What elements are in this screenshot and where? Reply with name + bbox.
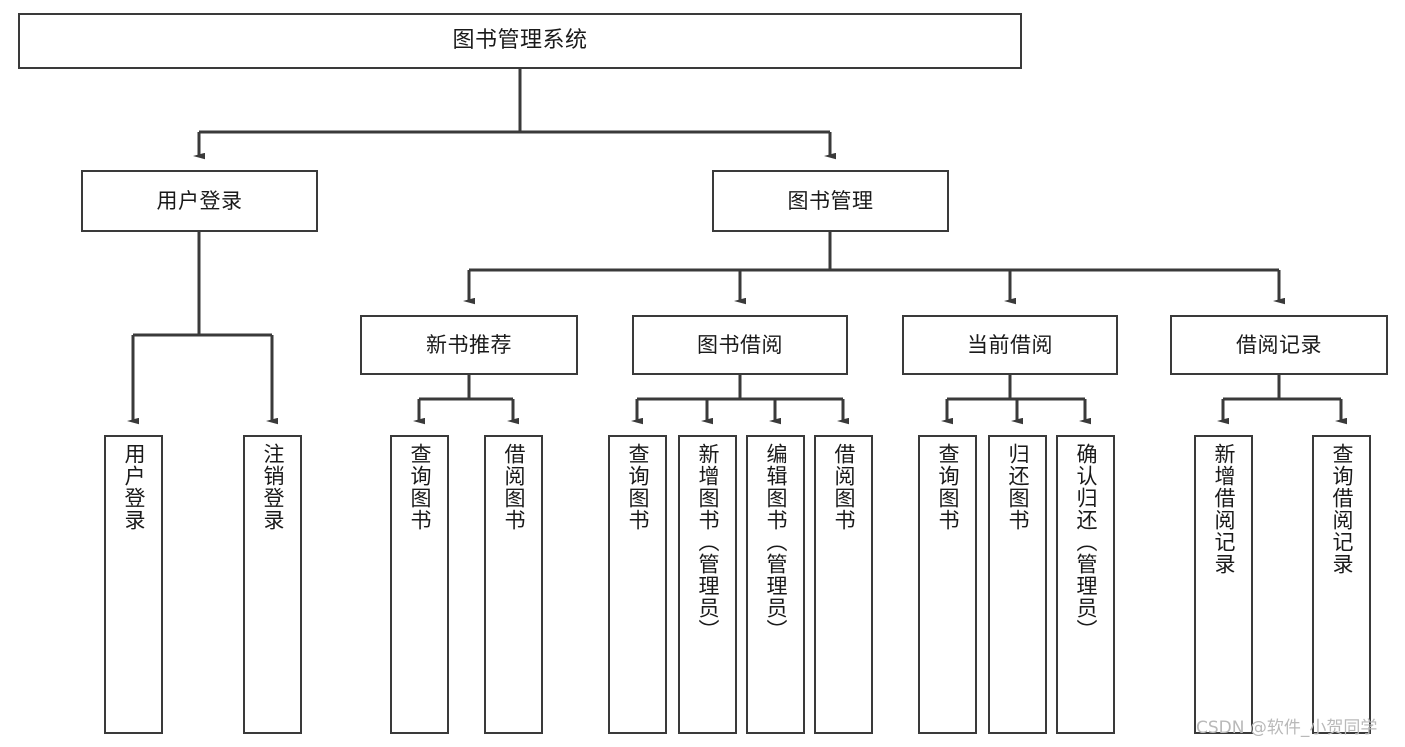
csdn-watermark: CSDN @软件_小贺同学 xyxy=(1196,718,1378,738)
leaf-borrow-record-add[interactable]: 新增借阅记录 xyxy=(1194,435,1253,734)
node-label: 借阅图书 xyxy=(501,443,526,531)
node-borrow-record[interactable]: 借阅记录 xyxy=(1170,315,1388,375)
leaf-book-borrow-edit[interactable]: 编辑图书（管理员） xyxy=(746,435,805,734)
leaf-book-borrow-add[interactable]: 新增图书（管理员） xyxy=(678,435,737,734)
node-label: 用户登录 xyxy=(121,443,146,531)
leaf-current-borrow-confirm-return[interactable]: 确认归还（管理员） xyxy=(1056,435,1115,734)
node-label: 用户登录 xyxy=(156,188,243,213)
leaf-book-borrow-query[interactable]: 查询图书 xyxy=(608,435,667,734)
node-label: 借阅记录 xyxy=(1236,332,1322,357)
leaf-current-borrow-return[interactable]: 归还图书 xyxy=(988,435,1047,734)
node-label: 新增图书（管理员） xyxy=(695,443,720,641)
node-current-borrow[interactable]: 当前借阅 xyxy=(902,315,1118,375)
leaf-user-login-logout[interactable]: 注销登录 xyxy=(243,435,302,734)
leaf-book-borrow-borrow[interactable]: 借阅图书 xyxy=(814,435,873,734)
node-label: 当前借阅 xyxy=(967,332,1053,357)
node-book-management-system[interactable]: 图书管理系统 xyxy=(18,13,1022,69)
node-label: 编辑图书（管理员） xyxy=(763,443,788,641)
leaf-new-book-borrow[interactable]: 借阅图书 xyxy=(484,435,543,734)
node-label: 新书推荐 xyxy=(426,332,512,357)
node-new-book-recommend[interactable]: 新书推荐 xyxy=(360,315,578,375)
node-label: 查询图书 xyxy=(625,443,650,531)
node-label: 查询图书 xyxy=(935,443,960,531)
node-label: 注销登录 xyxy=(260,443,285,531)
node-label: 查询借阅记录 xyxy=(1329,443,1354,575)
node-label: 图书管理系统 xyxy=(452,28,588,54)
leaf-current-borrow-query[interactable]: 查询图书 xyxy=(918,435,977,734)
leaf-borrow-record-query[interactable]: 查询借阅记录 xyxy=(1312,435,1371,734)
leaf-user-login-login[interactable]: 用户登录 xyxy=(104,435,163,734)
node-label: 归还图书 xyxy=(1005,443,1030,531)
node-label: 图书管理 xyxy=(787,188,874,213)
node-label: 新增借阅记录 xyxy=(1211,443,1236,575)
node-book-management[interactable]: 图书管理 xyxy=(712,170,949,232)
node-book-borrow[interactable]: 图书借阅 xyxy=(632,315,848,375)
node-label: 图书借阅 xyxy=(697,332,783,357)
node-label: 确认归还（管理员） xyxy=(1073,443,1098,641)
node-label: 查询图书 xyxy=(407,443,432,531)
node-user-login[interactable]: 用户登录 xyxy=(81,170,318,232)
node-label: 借阅图书 xyxy=(831,443,856,531)
leaf-new-book-query[interactable]: 查询图书 xyxy=(390,435,449,734)
